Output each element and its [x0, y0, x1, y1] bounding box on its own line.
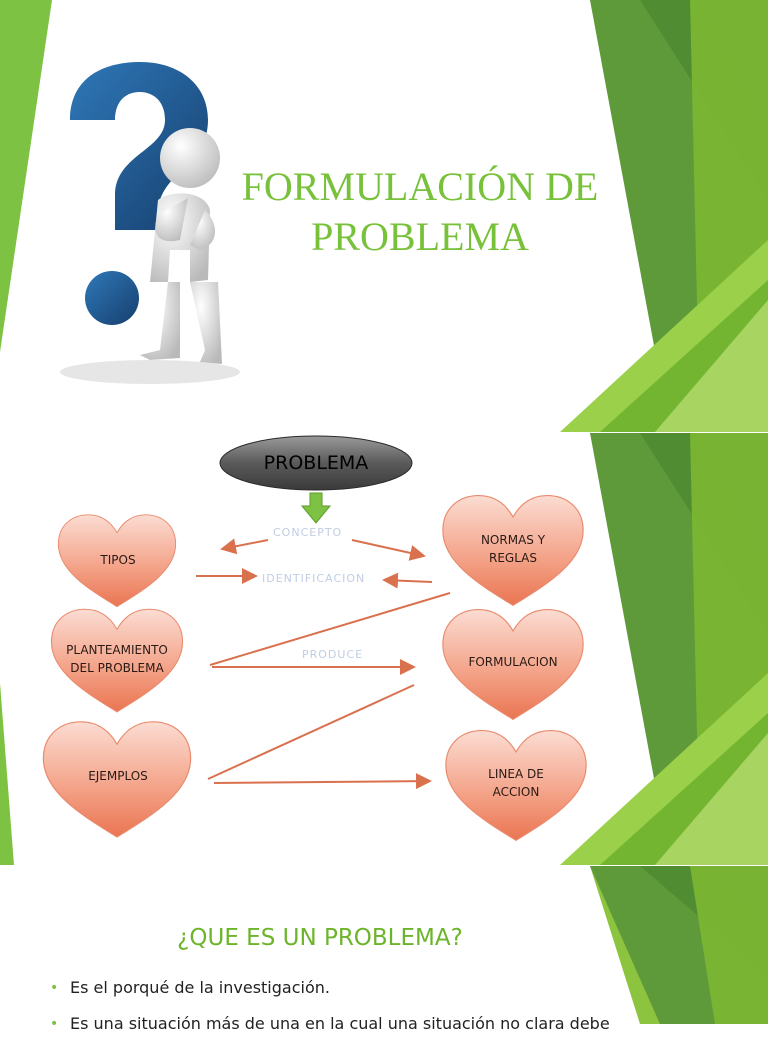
slide-title-heading: FORMULACIÓN DE PROBLEMA [205, 162, 635, 262]
question-heading: ¿QUE ES UN PROBLEMA? [177, 925, 463, 951]
question-mark-thinker-icon [60, 62, 240, 384]
concepto-label: CONCEPTO [273, 526, 343, 539]
green-decoration [0, 0, 768, 432]
arrow-concepto-left [220, 538, 269, 555]
arrow-formulacion-ejemplos [207, 684, 415, 780]
planteamiento-label: PLANTEAMIENTO DEL PROBLEMA [66, 643, 168, 675]
slide-definition [0, 866, 768, 1024]
title-line-2: PROBLEMA [311, 214, 529, 259]
bullet-item: •Es el porqué de la investigación. [48, 975, 608, 1001]
arrow-ejemplos-linea [213, 773, 432, 790]
down-arrow-icon [300, 492, 332, 524]
diagram-canvas [0, 433, 768, 865]
tipos-label: TIPOS [100, 553, 136, 567]
normas-label: NORMAS Y REGLAS [480, 533, 546, 565]
bullet-item: •Es una situación más de una en la cual … [48, 1011, 610, 1037]
bullet-icon: • [50, 1016, 59, 1032]
problema-pill [219, 435, 413, 491]
formulacion-label: FORMULACION [468, 655, 558, 669]
produce-label: PRODUCE [302, 648, 364, 661]
bullet-icon: • [50, 980, 59, 996]
title-line-1: FORMULACIÓN DE [241, 164, 599, 209]
arrow-concepto-right [351, 539, 426, 561]
green-decoration-3 [590, 866, 768, 1024]
slide-diagram: PROBLEMA TIPOS NORMAS Y REGLAS PLANTEAMI… [0, 433, 768, 865]
slide-title: FORMULACIÓN DE PROBLEMA [0, 0, 768, 432]
bullet-list: •Es el porqué de la investigación. •Es u… [48, 975, 610, 1047]
ejemplos-label: EJEMPLOS [88, 769, 148, 783]
problema-label: PROBLEMA [263, 452, 369, 474]
identificacion-label: IDENTIFICACION [262, 572, 366, 585]
linea-label: LINEA DE ACCION [488, 767, 544, 799]
arrow-identificacion-left [382, 572, 433, 589]
arrow-normas-planteamiento [209, 592, 451, 666]
